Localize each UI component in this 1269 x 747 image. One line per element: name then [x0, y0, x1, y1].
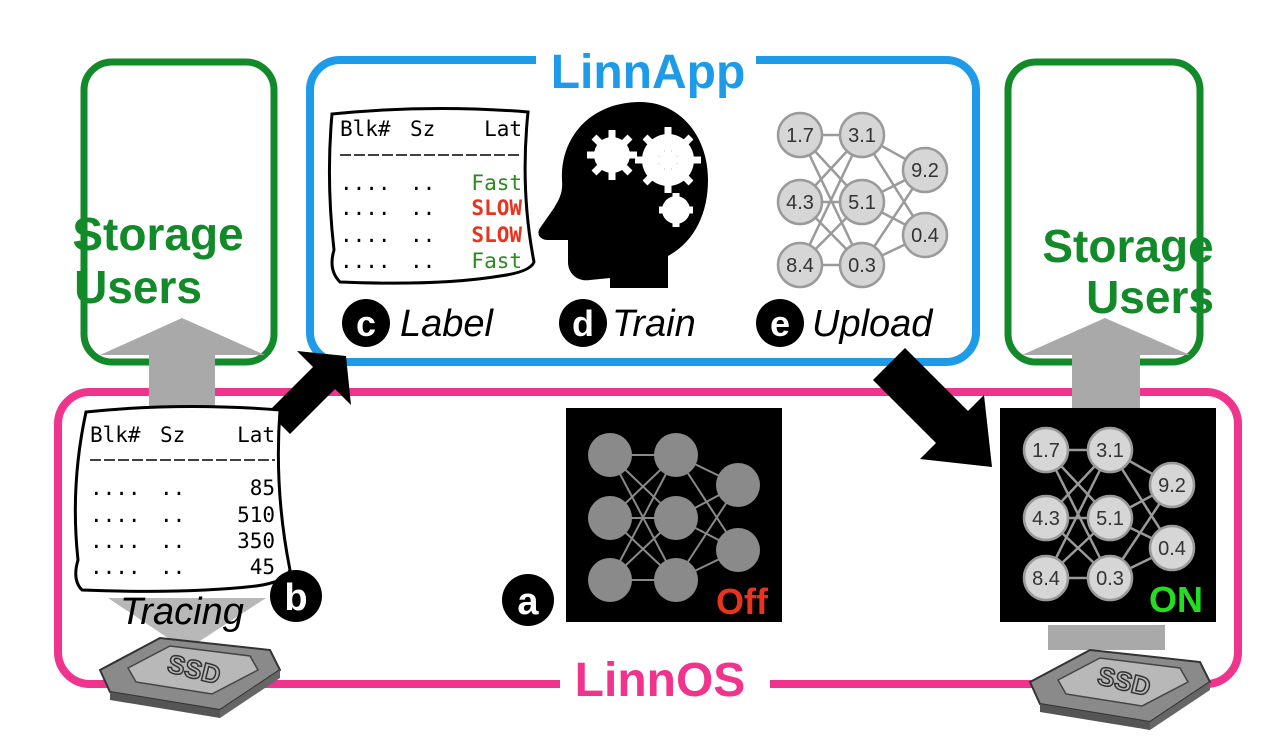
label-row-3-lat: Fast: [471, 249, 522, 273]
upload-nn-weight: 3.1: [848, 125, 876, 147]
trace-row-1-blk: ....: [90, 503, 141, 527]
upload-nn-weight: 9.2: [911, 160, 939, 182]
storage-users-left-line2: Users: [74, 261, 202, 313]
model-on-nn-weight: 8.4: [1032, 568, 1060, 590]
trace-table-header-lat: Lat: [237, 423, 275, 447]
ssd-right-up-arrow: [1048, 625, 1165, 650]
model-on-status: ON: [1149, 579, 1203, 620]
label-row-0-blk: ....: [340, 171, 391, 195]
model-off-status: Off: [716, 581, 769, 622]
label-row-2-sz: ..: [410, 223, 435, 247]
label-table-page: [327, 106, 536, 285]
upload-nn-weight: 0.4: [911, 225, 939, 247]
trace-row-0-blk: ....: [90, 476, 141, 500]
label-table: Blk# Sz Lat .... .. Fast .... .. SLOW ..…: [340, 117, 522, 273]
model-on-nn-weight: 5.1: [1096, 508, 1124, 530]
step-a-badge: [502, 574, 554, 626]
trace-to-label-arrow: [268, 351, 351, 434]
trace-row-3-blk: ....: [90, 555, 141, 579]
trace-row-0-sz: ..: [160, 476, 185, 500]
step-d-badge: [559, 299, 607, 347]
label-row-0-lat: Fast: [471, 171, 522, 195]
trace-row-1-lat: 510: [237, 503, 275, 527]
step-b-badge: [270, 570, 322, 622]
upload-nn-weight: 5.1: [848, 192, 876, 214]
ssd-right-icon: SSD: [1028, 648, 1212, 730]
step-b-label: Tracing: [120, 591, 244, 633]
trace-table-header-blk: Blk#: [90, 423, 141, 447]
model-off-neural-network: [588, 433, 760, 602]
trace-table-page: [73, 404, 292, 593]
trace-row-2-lat: 350: [237, 529, 275, 553]
step-e-badge: [756, 299, 804, 347]
label-table-header-sz: Sz: [410, 117, 435, 141]
trace-row-2-blk: ....: [90, 529, 141, 553]
model-on-nn-weight: 1.7: [1032, 440, 1060, 462]
upload-to-model-arrow: [873, 348, 992, 467]
ssd-up-arrow: [1022, 318, 1190, 412]
label-row-1-sz: ..: [410, 196, 435, 220]
step-c-badge: [342, 299, 390, 347]
label-row-2-blk: ....: [340, 223, 391, 247]
upload-nn-weight: 1.7: [786, 125, 814, 147]
trace-row-2-sz: ..: [160, 529, 185, 553]
upload-neural-network: 1.7 4.3 8.4 3.1 5.1 0.3 9.2 0.4: [776, 111, 949, 289]
step-d-label: Train: [612, 303, 696, 345]
step-e-label: Upload: [812, 303, 934, 345]
label-row-3-blk: ....: [340, 249, 391, 273]
trace-row-3-lat: 45: [250, 555, 275, 579]
step-b-letter: b: [284, 577, 307, 619]
step-a-letter: a: [517, 581, 539, 623]
ssd-left-icon: SSD: [98, 636, 282, 718]
step-c-label: Label: [400, 303, 495, 345]
trace-table-header-sz: Sz: [160, 423, 185, 447]
ssd-to-trace-arrow: [108, 598, 266, 650]
tracing-up-arrow: [100, 318, 265, 412]
step-e-letter: e: [770, 303, 790, 344]
model-on-nn-weight: 3.1: [1096, 440, 1124, 462]
label-table-header-lat: Lat: [484, 117, 522, 141]
label-row-2-lat: SLOW: [471, 223, 522, 247]
model-on-nn-weight: 4.3: [1032, 508, 1060, 530]
trace-table: Blk# Sz Lat .... .. 85 .... .. 510 .... …: [90, 423, 275, 579]
storage-users-left-line1: Storage: [72, 208, 243, 260]
model-on-nn-weight: 0.3: [1096, 568, 1124, 590]
trace-row-0-lat: 85: [250, 476, 275, 500]
upload-nn-weight: 4.3: [786, 192, 814, 214]
label-row-3-sz: ..: [410, 249, 435, 273]
model-on-neural-network: 1.7 4.3 8.4 3.1 5.1 0.3 9.2 0.4: [1022, 426, 1196, 602]
trace-row-3-sz: ..: [160, 555, 185, 579]
brain-gears-icon: [538, 102, 708, 288]
model-on-nn-weight: 9.2: [1158, 475, 1186, 497]
storage-users-right-line2: Users: [1086, 271, 1214, 323]
trace-row-1-sz: ..: [160, 503, 185, 527]
label-row-0-sz: ..: [410, 171, 435, 195]
linnos-title: LinnOS: [575, 654, 746, 707]
step-d-letter: d: [572, 303, 594, 344]
upload-nn-weight: 0.3: [848, 255, 876, 277]
linnapp-title: LinnApp: [551, 46, 746, 99]
model-on-nn-weight: 0.4: [1158, 538, 1186, 560]
storage-users-right-line1: Storage: [1042, 220, 1213, 272]
upload-nn-weight: 8.4: [786, 255, 814, 277]
label-row-1-blk: ....: [340, 196, 391, 220]
label-table-header-blk: Blk#: [340, 117, 391, 141]
label-row-1-lat: SLOW: [471, 196, 522, 220]
step-c-letter: c: [356, 303, 376, 344]
